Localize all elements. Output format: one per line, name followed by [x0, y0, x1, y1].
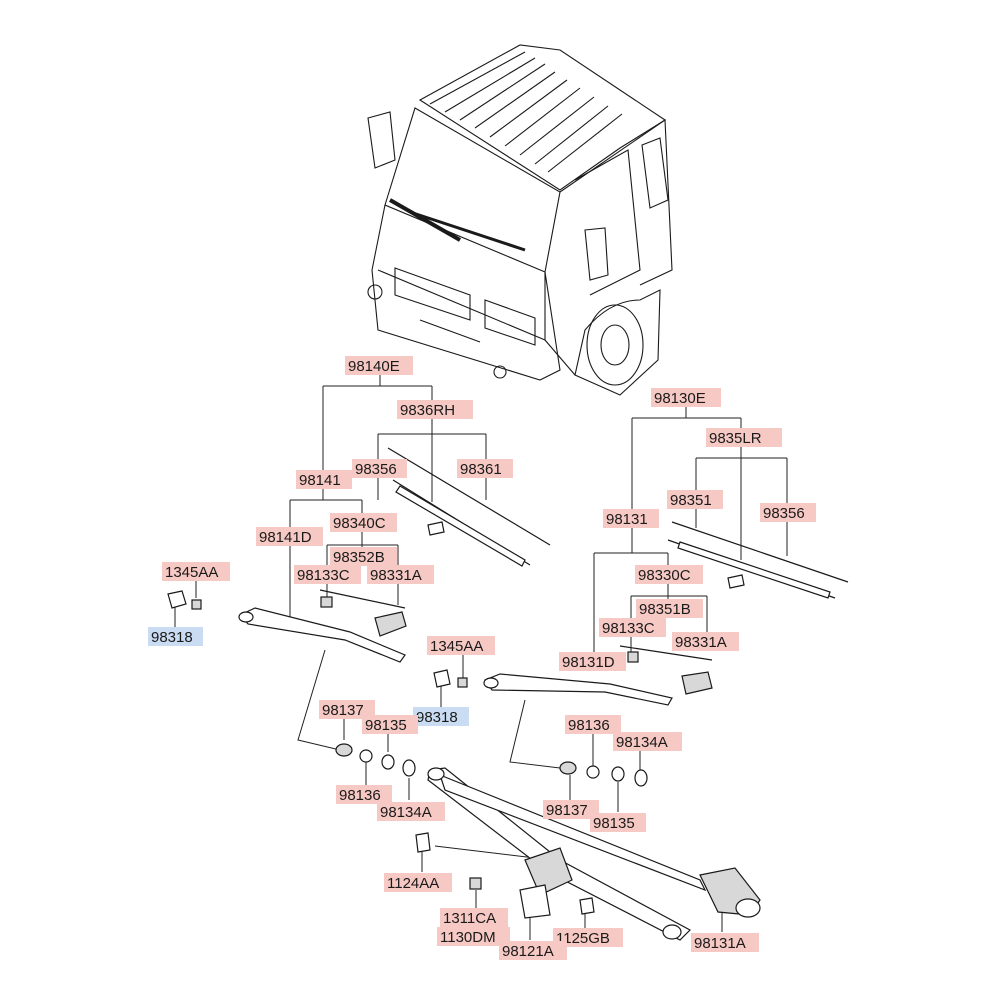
wiper-linkage-and-motor: [415, 767, 761, 941]
label-98136-left: 98136: [339, 787, 381, 804]
label-98361: 98361: [460, 461, 502, 478]
label-98133C-right: 98133C: [602, 620, 655, 637]
label-98134A-right: 98134A: [616, 734, 668, 751]
label-98136-right: 98136: [568, 717, 610, 734]
label-98137-right: 98137: [546, 802, 588, 819]
label-98330C: 98330C: [638, 567, 691, 584]
left-cap-and-nut: [167, 590, 202, 610]
label-98135-left: 98135: [365, 717, 407, 734]
label-1345AA-right: 1345AA: [430, 638, 483, 655]
label-98137-left: 98137: [322, 702, 364, 719]
label-98131: 98131: [606, 511, 648, 528]
label-1345AA-left: 1345AA: [165, 564, 218, 581]
label-98331A-right: 98331A: [675, 634, 727, 651]
label-98352B: 98352B: [333, 549, 385, 566]
label-98133C-left: 98133C: [297, 567, 350, 584]
label-98351B: 98351B: [639, 601, 691, 618]
label-9835LR: 9835LR: [709, 430, 762, 447]
leader-lines: [174, 374, 788, 940]
label-98134A-left: 98134A: [380, 804, 432, 821]
label-98318-left: 98318: [151, 629, 193, 646]
right-cap-and-nut: [433, 669, 468, 688]
left-wiper-blade: [387, 447, 551, 567]
label-1130DM: 1130DM: [440, 929, 496, 946]
label-98131A: 98131A: [694, 935, 746, 952]
label-98135-right: 98135: [593, 815, 635, 832]
part-labels: 98140E 9836RH 98356 98361 98141 98340C 9…: [148, 356, 816, 960]
right-wiper-arm: [483, 645, 713, 706]
washers-and-nuts: [335, 743, 648, 787]
right-wiper-blade: [667, 521, 849, 599]
label-9836RH: 9836RH: [400, 402, 455, 419]
label-98141: 98141: [299, 472, 341, 489]
label-98131D: 98131D: [562, 654, 615, 671]
label-98121A: 98121A: [502, 943, 554, 960]
label-98130E: 98130E: [654, 390, 706, 407]
label-1311CA: 1311CA: [443, 910, 496, 927]
label-1124AA: 1124AA: [387, 875, 439, 892]
label-98331A-left: 98331A: [370, 567, 422, 584]
label-98356-left: 98356: [355, 461, 397, 478]
label-98351: 98351: [670, 492, 712, 509]
truck-cab-illustration: [367, 44, 673, 396]
label-98318-right: 98318: [416, 709, 458, 726]
label-98356-right: 98356: [763, 505, 805, 522]
label-1125GB: 1125GB: [556, 930, 610, 947]
label-98340C: 98340C: [333, 515, 386, 532]
left-wiper-arm: [238, 589, 407, 663]
label-98140E: 98140E: [348, 358, 400, 375]
label-98141D: 98141D: [259, 529, 312, 546]
